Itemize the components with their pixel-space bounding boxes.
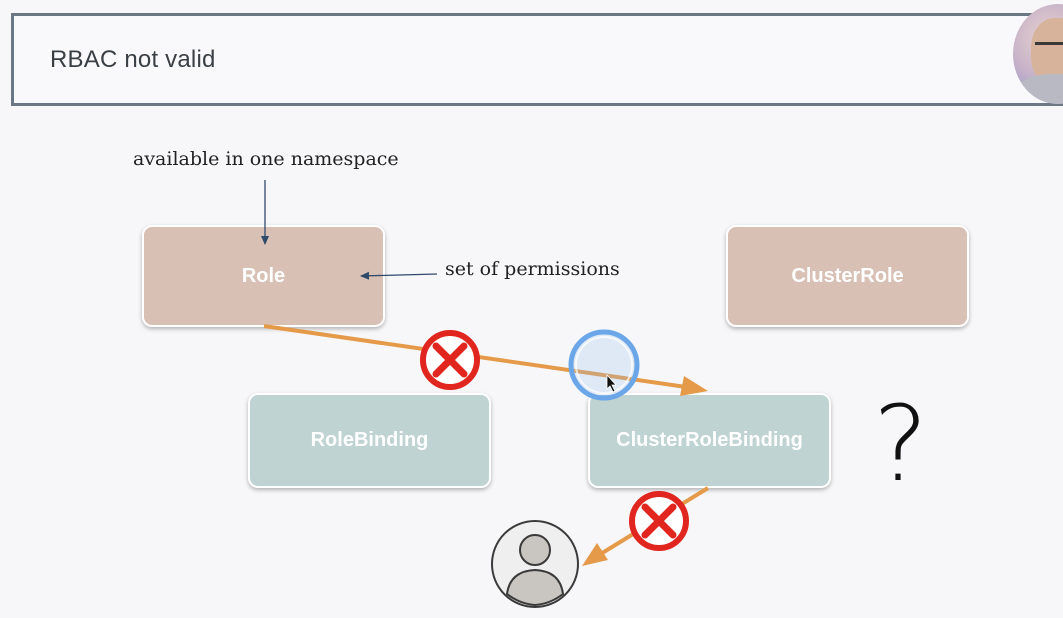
question-mark: ? xyxy=(873,383,929,505)
cursor-highlight-icon xyxy=(568,329,640,401)
namespace-annotation: available in one namespace xyxy=(133,148,399,170)
presenter-face xyxy=(1031,18,1063,84)
slide-title-bar: RBAC not valid xyxy=(11,13,1063,106)
presenter-shirt xyxy=(1017,74,1063,104)
invalid-cross-icon xyxy=(420,330,480,390)
mouse-pointer-icon xyxy=(606,373,617,393)
role-to-crb-arrow xyxy=(263,324,708,396)
invalid-cross-icon xyxy=(629,491,689,551)
role-binding-node: RoleBinding xyxy=(248,393,491,488)
cluster-role-node: ClusterRole xyxy=(726,225,969,327)
presenter-webcam xyxy=(1013,4,1063,104)
presenter-glasses xyxy=(1035,42,1063,55)
permissions-pointer-arrow xyxy=(360,271,438,280)
cluster-role-binding-node: ClusterRoleBinding xyxy=(588,393,831,488)
slide-title: RBAC not valid xyxy=(50,46,216,73)
permissions-annotation: set of permissions xyxy=(445,258,620,280)
user-avatar-icon xyxy=(491,520,579,608)
